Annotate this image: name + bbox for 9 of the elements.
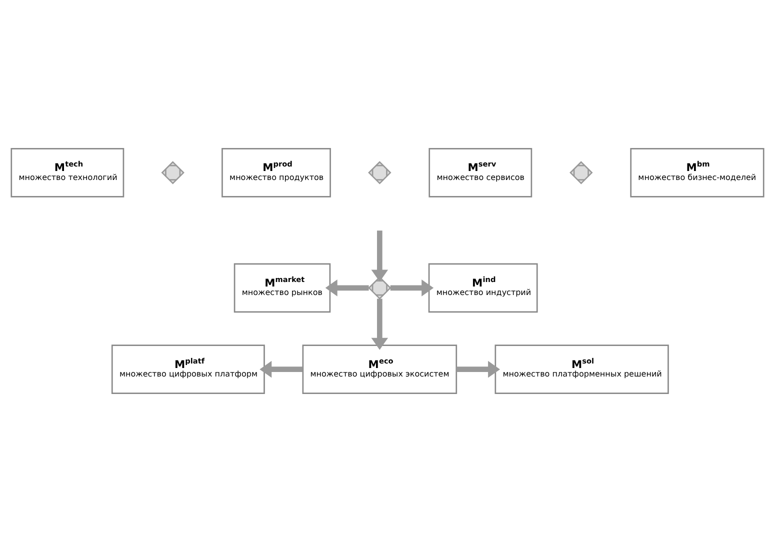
arrow	[325, 280, 369, 296]
arrow	[260, 360, 303, 378]
node-cross	[161, 161, 184, 184]
node-cross	[368, 161, 392, 184]
arrow	[390, 280, 434, 296]
node-cross	[570, 161, 593, 184]
arrow	[371, 298, 388, 350]
node-cross	[368, 276, 392, 300]
arrow	[456, 360, 500, 378]
